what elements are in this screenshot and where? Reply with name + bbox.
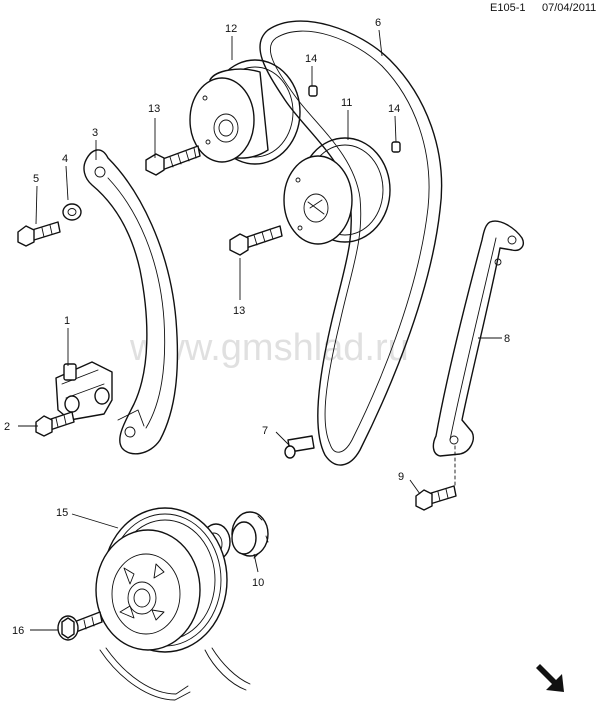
dowel-pin-upper bbox=[308, 85, 318, 97]
callout-3: 3 bbox=[92, 127, 98, 139]
callout-2: 2 bbox=[4, 421, 10, 433]
callout-4: 4 bbox=[62, 153, 68, 165]
tensioner-rail bbox=[83, 149, 179, 455]
guide-rail-bolt bbox=[415, 485, 457, 511]
washer bbox=[62, 203, 82, 221]
chain-tensioner bbox=[55, 361, 113, 421]
sprocket-bolt-lower bbox=[229, 225, 283, 256]
leader-lines bbox=[18, 29, 502, 631]
callout-labels: 1 2 3 4 5 6 7 8 9 10 11 12 13 13 14 14 1… bbox=[4, 17, 510, 637]
callout-8: 8 bbox=[504, 333, 510, 345]
callout-13-upper: 13 bbox=[148, 103, 160, 115]
camshaft-sprocket-lower bbox=[283, 137, 391, 245]
callout-14-upper: 14 bbox=[305, 53, 317, 65]
crankshaft-sprocket bbox=[231, 511, 269, 559]
callout-1: 1 bbox=[64, 315, 70, 327]
diagram-date: 07/04/2011 bbox=[542, 2, 597, 14]
dowel-pin-lower bbox=[391, 141, 401, 153]
callout-5: 5 bbox=[33, 173, 39, 185]
drive-belt bbox=[99, 647, 251, 701]
chain-guide-rail bbox=[432, 220, 524, 487]
callout-14-lower: 14 bbox=[388, 103, 400, 115]
callout-11: 11 bbox=[341, 97, 352, 109]
tensioner-bolt bbox=[35, 411, 75, 437]
callout-13-lower: 13 bbox=[233, 305, 245, 317]
pulley-bolt bbox=[57, 611, 103, 641]
timing-chain bbox=[259, 20, 443, 466]
callout-10: 10 bbox=[252, 577, 264, 589]
sprocket-bolt-upper bbox=[145, 145, 201, 176]
callout-7: 7 bbox=[262, 425, 268, 437]
guide-pin bbox=[284, 435, 315, 459]
diagram-code: E105-1 bbox=[490, 2, 526, 14]
callout-12: 12 bbox=[225, 23, 237, 35]
camshaft-sprocket-upper bbox=[189, 59, 301, 165]
callout-6: 6 bbox=[375, 17, 381, 29]
crankshaft-pulley bbox=[95, 507, 228, 653]
callout-15: 15 bbox=[56, 507, 68, 519]
rail-pivot-bolt bbox=[17, 221, 61, 247]
arrow-southeast-icon bbox=[536, 664, 564, 692]
callout-9: 9 bbox=[398, 471, 404, 483]
callout-16: 16 bbox=[12, 625, 24, 637]
